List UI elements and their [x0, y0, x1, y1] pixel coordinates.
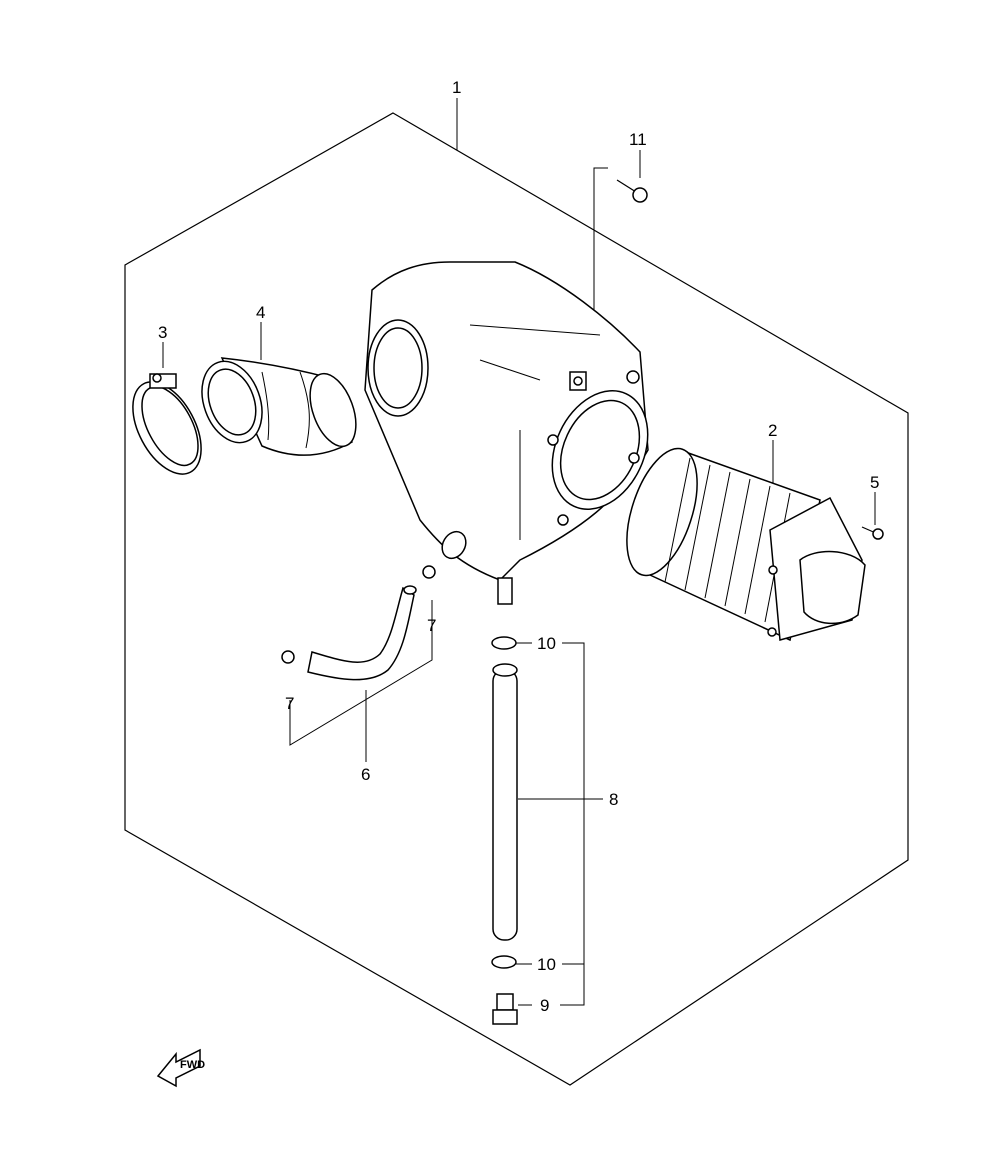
callout-8: 8 — [609, 790, 618, 809]
callout-4: 4 — [256, 303, 265, 322]
callout-7-left: 7 — [285, 694, 294, 713]
callout-9: 9 — [540, 996, 549, 1015]
callout-2: 2 — [768, 421, 777, 440]
callout-7-right: 7 — [427, 616, 436, 635]
filter-element-part — [626, 447, 866, 642]
callout-3: 3 — [158, 323, 167, 342]
callout-5: 5 — [870, 473, 879, 492]
leader-lines — [162, 98, 876, 1006]
hose-part — [307, 585, 417, 681]
drain-plug-part — [492, 993, 518, 1025]
callout-1: 1 — [452, 78, 461, 97]
screw-part — [861, 526, 884, 540]
assembly-boundary — [124, 112, 909, 1086]
hose-clamp-parts — [491, 636, 517, 969]
callout-6: 6 — [361, 765, 370, 784]
air-cleaner-box — [364, 261, 649, 605]
bolt-part — [616, 179, 648, 203]
callout-10-top: 10 — [537, 634, 556, 653]
fwd-arrow: FWD — [156, 1048, 205, 1088]
inlet-boot-part — [201, 357, 357, 456]
callout-11: 11 — [629, 130, 647, 149]
fwd-label: FWD — [180, 1059, 205, 1071]
clamp-part — [132, 373, 202, 475]
callout-10-bottom: 10 — [537, 955, 556, 974]
drain-tube-part — [492, 663, 518, 941]
clip-parts — [281, 565, 436, 664]
